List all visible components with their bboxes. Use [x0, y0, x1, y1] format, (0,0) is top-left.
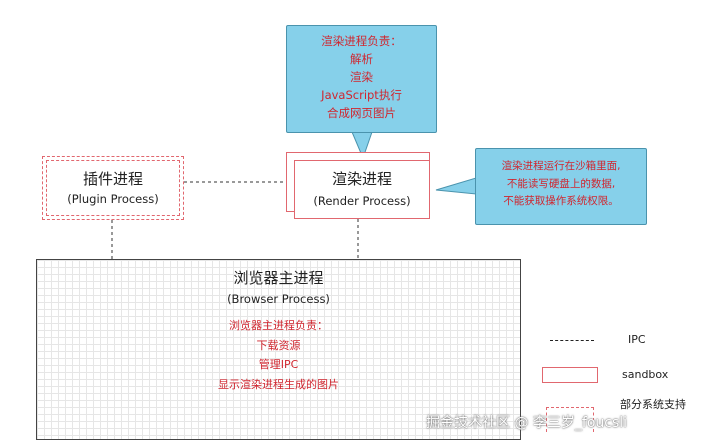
callout-line: 不能获取操作系统权限。	[503, 195, 619, 207]
responsibility-item: 显示渲染进程生成的图片	[218, 377, 339, 391]
browser-process-subtitle: (Browser Process)	[227, 292, 330, 306]
legend-partial-swatch	[546, 407, 594, 432]
browser-process-title: 浏览器主进程	[233, 269, 324, 287]
callout-line: 渲染	[350, 70, 373, 84]
responsibility-item: 管理IPC	[258, 358, 299, 371]
plugin-process-box: 插件进程 (Plugin Process)	[46, 160, 180, 216]
plugin-process-title: 插件进程	[82, 170, 143, 188]
browser-responsibilities: 浏览器主进程负责： 下载资源 管理IPC 显示渲染进程生成的图片	[37, 316, 520, 394]
callout-line: 解析	[350, 52, 373, 66]
render-responsibilities-callout: 渲染进程负责： 解析 渲染 JavaScript执行 合成网页图片	[286, 25, 437, 133]
legend-sandbox-label: sandbox	[622, 368, 669, 381]
responsibility-item: 下载资源	[256, 338, 301, 352]
legend-ipc-label: IPC	[628, 333, 646, 346]
callout-line: JavaScript执行	[321, 88, 402, 102]
legend-partial-label: 部分系统支持	[620, 398, 686, 411]
callout-pointer-right	[435, 177, 477, 195]
sandbox-note-callout: 渲染进程运行在沙箱里面, 不能读写硬盘上的数据, 不能获取操作系统权限。	[475, 148, 647, 225]
plugin-process-subtitle: (Plugin Process)	[67, 192, 159, 206]
legend-ipc-swatch	[550, 340, 594, 341]
render-process-subtitle: (Render Process)	[313, 194, 411, 208]
watermark: 掘金技术社区 @ 李三岁_foucsli	[426, 415, 628, 431]
render-process-box: 渲染进程 (Render Process)	[294, 160, 430, 219]
responsibility-heading: 浏览器主进程负责：	[229, 319, 328, 332]
legend-sandbox-swatch	[542, 367, 598, 383]
browser-process-box: 浏览器主进程 (Browser Process) 浏览器主进程负责： 下载资源 …	[36, 259, 521, 440]
callout-line: 合成网页图片	[327, 106, 396, 120]
callout-line: 不能读写硬盘上的数据,	[506, 177, 616, 190]
callout-line: 渲染进程运行在沙箱里面,	[501, 160, 621, 172]
plugin-process-outer-border	[42, 156, 184, 220]
render-process-title: 渲染进程	[331, 170, 392, 188]
callout-line: 渲染进程负责：	[321, 34, 402, 48]
